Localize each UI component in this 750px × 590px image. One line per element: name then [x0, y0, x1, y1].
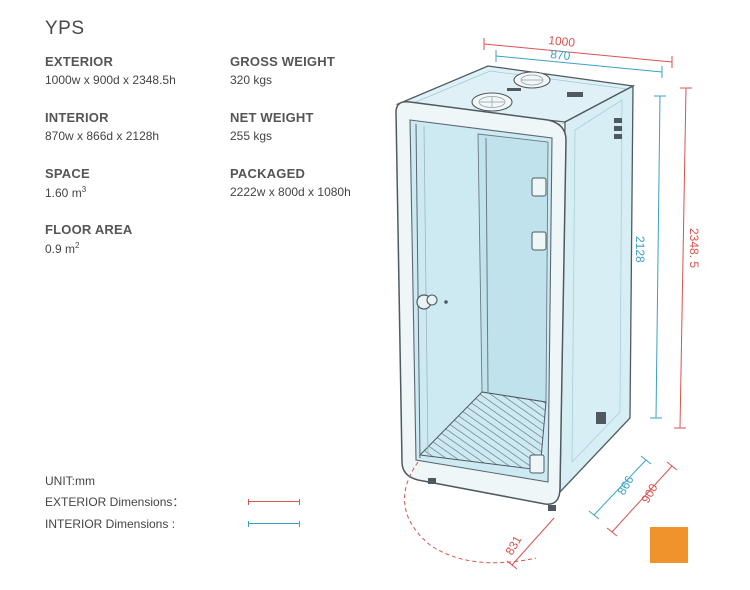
fan-icon: [513, 71, 551, 89]
dim-label-exterior-depth: 900: [638, 481, 660, 506]
booth-foot: [548, 505, 556, 511]
booth-foot: [428, 478, 436, 484]
spec-value: 320 kgs: [230, 73, 273, 87]
door-swing-arc: [404, 461, 537, 564]
roof-label-icon: [507, 88, 521, 91]
spec-label: GROSS WEIGHT: [230, 54, 335, 69]
dim-label-interior-depth: 866: [614, 473, 636, 498]
interior-back-wall: [477, 133, 549, 403]
dim-exterior-width: [483, 38, 673, 68]
dim-label-exterior-height: 2348. 5: [687, 228, 701, 268]
booth-floor: [418, 391, 547, 471]
product-title: YPS: [45, 18, 85, 39]
hinge-icon: [531, 177, 547, 197]
spec-value: 2222w x 800d x 1080h: [230, 185, 351, 199]
spec-exterior: EXTERIOR 1000w x 900d x 2348.5h: [45, 54, 176, 87]
dim-label-interior-width: 870: [550, 47, 572, 63]
spec-label: NET WEIGHT: [230, 110, 314, 125]
spec-value: 1.60 m3: [45, 185, 87, 200]
spec-packaged: PACKAGED 2222w x 800d x 1080h: [230, 166, 351, 199]
fan-icon: [471, 92, 513, 112]
hinge-icon: [529, 454, 545, 474]
spec-floor-area: FLOOR AREA 0.9 m2: [45, 222, 132, 256]
spec-label: INTERIOR: [45, 110, 109, 125]
interior-edge: [485, 137, 489, 393]
roof-panel-icon: [567, 92, 583, 97]
legend-exterior: EXTERIOR Dimensions：: [45, 495, 185, 509]
spec-value: 870w x 866d x 2128h: [45, 129, 160, 143]
side-inner-outline: [571, 99, 623, 464]
hinge-icon: [531, 231, 547, 251]
accent-swatch: [650, 527, 688, 563]
spec-label: SPACE: [45, 166, 90, 181]
power-outlet-icon: [596, 412, 606, 424]
spec-value: 255 kgs: [230, 129, 273, 143]
legend-unit: UNIT:mm: [45, 474, 95, 488]
door-frame-left: [415, 123, 421, 459]
spec-interior: INTERIOR 870w x 866d x 2128h: [45, 110, 159, 143]
spec-label: PACKAGED: [230, 166, 306, 181]
dim-door-swing: [506, 517, 555, 570]
door-handle-icon: [416, 294, 448, 310]
dim-interior-height: [650, 95, 666, 419]
spec-value: 1000w x 900d x 2348.5h: [45, 73, 176, 87]
dim-interior-width: [495, 50, 663, 78]
spec-space: SPACE 1.60 m3: [45, 166, 90, 200]
dim-label-interior-height: 2128: [633, 236, 647, 263]
legend-interior-line: [248, 521, 300, 527]
dim-exterior-height: [674, 87, 692, 429]
spec-net-weight: NET WEIGHT 255 kgs: [230, 110, 314, 143]
spec-label: EXTERIOR: [45, 54, 114, 69]
side-vent-icon: [614, 118, 622, 139]
door-frame-left-inner: [423, 125, 429, 459]
legend-exterior-line: [248, 499, 300, 505]
spec-label: FLOOR AREA: [45, 222, 133, 237]
spec-gross-weight: GROSS WEIGHT 320 kgs: [230, 54, 335, 87]
spec-value: 0.9 m2: [45, 241, 80, 256]
legend-interior: INTERIOR Dimensions :: [45, 517, 176, 531]
dim-exterior-depth: [606, 461, 678, 537]
dim-interior-depth: [588, 455, 652, 520]
dim-label-exterior-width: 1000: [548, 33, 576, 50]
